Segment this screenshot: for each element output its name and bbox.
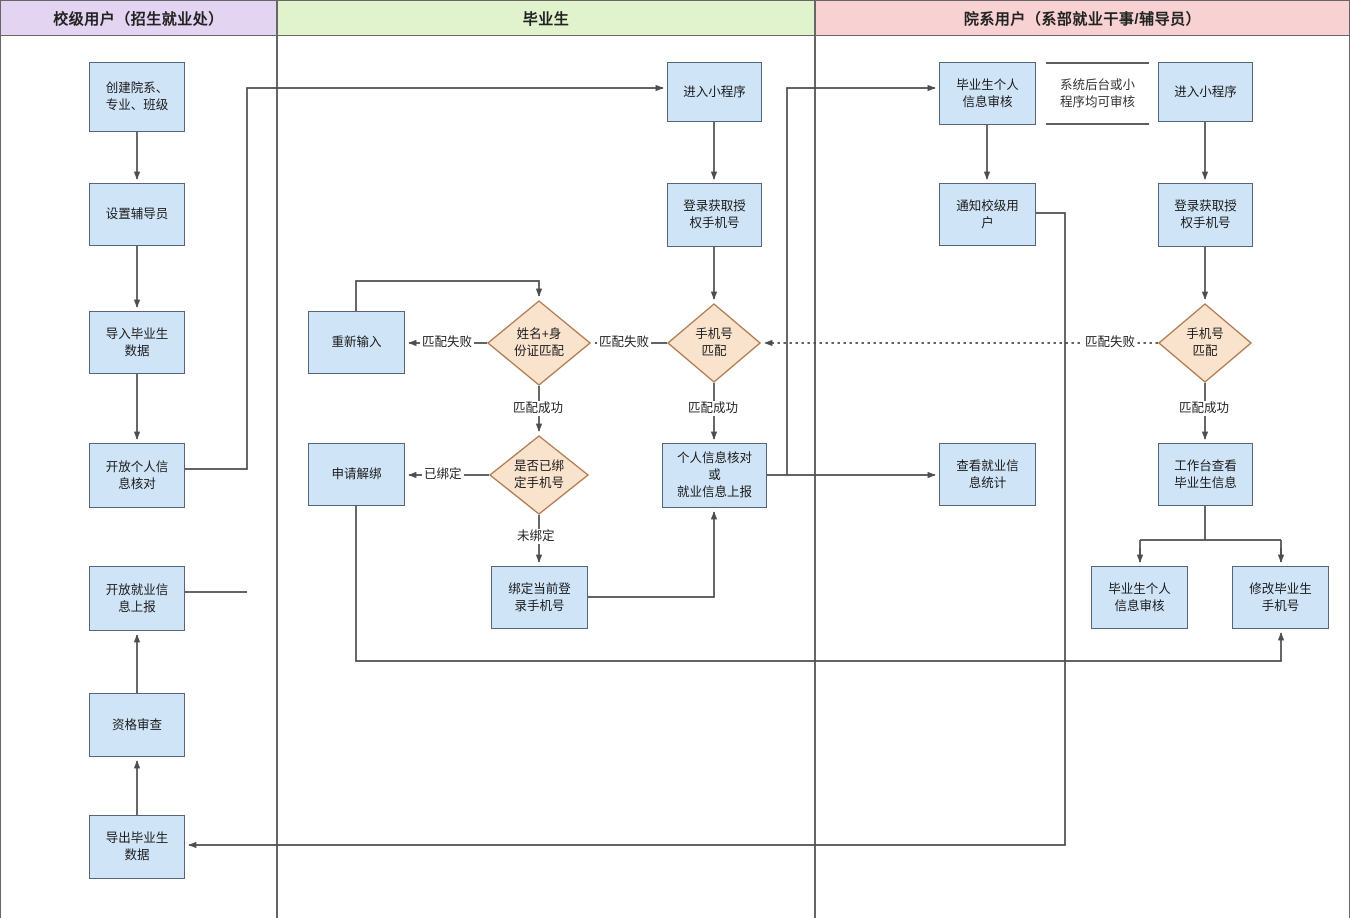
decision-dept-phone-match[interactable]: 手机号 匹配	[1158, 303, 1252, 383]
lane-header-school: 校级用户（招生就业处）	[0, 0, 277, 36]
node-dept-notify-school[interactable]: 通知校级用 户	[939, 183, 1036, 246]
node-dept-workbench[interactable]: 工作台查看 毕业生信息	[1158, 443, 1253, 506]
node-student-login-phone[interactable]: 登录获取授 权手机号	[667, 183, 762, 247]
diamond-shape	[1158, 303, 1252, 383]
edge-label-match-fail-student-phone: 匹配失败	[420, 335, 475, 350]
node-dept-modify-student-phone[interactable]: 修改毕业生 手机号	[1232, 566, 1329, 629]
lane-header-dept: 院系用户（系部就业干事/辅导员）	[815, 0, 1350, 36]
lane-label-dept: 院系用户（系部就业干事/辅导员）	[963, 10, 1202, 28]
note-review-channels: 系统后台或小 程序均可审核	[1046, 62, 1149, 125]
node-dept-audit-personal-info[interactable]: 毕业生个人 信息审核	[1091, 566, 1188, 629]
node-student-bind-phone[interactable]: 绑定当前登 录手机号	[491, 566, 588, 629]
lane-label-school: 校级用户（招生就业处）	[53, 10, 224, 28]
node-export-data[interactable]: 导出毕业生 数据	[89, 815, 185, 879]
node-student-apply-unbind[interactable]: 申请解绑	[308, 443, 405, 506]
node-open-employment-report[interactable]: 开放就业信 息上报	[89, 566, 185, 631]
decision-phone-bound[interactable]: 是否已绑 定手机号	[489, 435, 589, 515]
edge-label-match-success-dept-phone: 匹配成功	[1177, 401, 1232, 416]
decision-student-phone-match[interactable]: 手机号 匹配	[667, 303, 761, 383]
edge-label-match-success-name-id: 匹配成功	[511, 401, 566, 416]
diamond-shape	[489, 435, 589, 515]
node-dept-review-student-info[interactable]: 毕业生个人 信息审核	[939, 62, 1036, 125]
diamond-shape	[667, 303, 761, 383]
node-student-info-or-report[interactable]: 个人信息核对 或 就业信息上报	[662, 443, 767, 508]
node-dept-login-phone[interactable]: 登录获取授 权手机号	[1158, 183, 1253, 247]
node-student-reinput[interactable]: 重新输入	[308, 311, 405, 374]
edge-label-match-fail-name-id: 匹配失败	[597, 335, 652, 350]
node-create-org[interactable]: 创建院系、 专业、班级	[89, 62, 185, 132]
node-import-data[interactable]: 导入毕业生 数据	[89, 311, 185, 374]
diamond-shape	[487, 300, 591, 386]
lane-body-dept	[815, 36, 1350, 918]
node-qualification-review[interactable]: 资格审查	[89, 693, 185, 757]
node-student-enter-miniapp[interactable]: 进入小程序	[667, 62, 762, 122]
node-set-counselor[interactable]: 设置辅导员	[89, 183, 185, 246]
edge-label-match-fail-dept-phone: 匹配失败	[1083, 335, 1138, 350]
node-dept-view-employment-stats[interactable]: 查看就业信 息统计	[939, 443, 1036, 506]
node-open-personal-check[interactable]: 开放个人信 息核对	[89, 443, 185, 508]
edge-label-not-bound: 未绑定	[515, 529, 557, 544]
edge-label-match-success-student-phone: 匹配成功	[686, 401, 741, 416]
decision-name-id-match[interactable]: 姓名+身 份证匹配	[487, 300, 591, 386]
lane-label-student: 毕业生	[522, 10, 570, 28]
edge-label-already-bound: 已绑定	[422, 467, 464, 482]
node-dept-enter-miniapp[interactable]: 进入小程序	[1158, 62, 1253, 122]
lane-header-student: 毕业生	[277, 0, 815, 36]
